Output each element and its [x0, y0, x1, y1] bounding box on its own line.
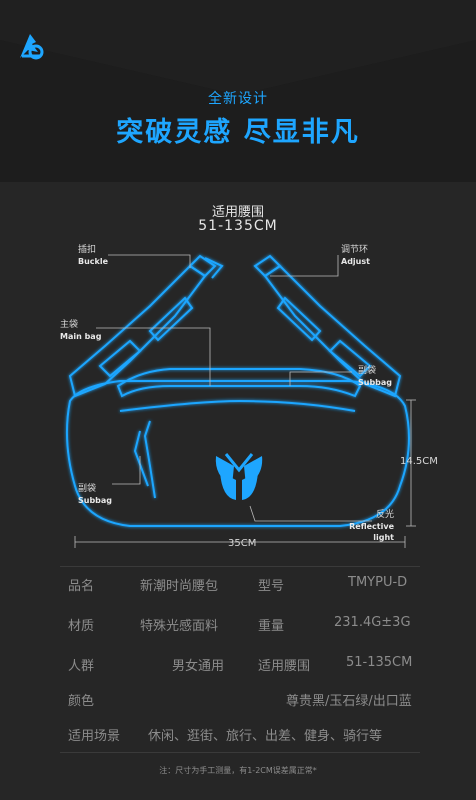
hero-subtitle: 全新设计: [208, 91, 268, 107]
spec-row: 人群 男女通用 适用腰围 51-135CM: [0, 655, 476, 675]
brand-logo-icon: [20, 34, 44, 60]
spec-key: 型号: [258, 579, 285, 594]
spec-row: 材质 特殊光感面料 重量 231.4G±3G: [0, 615, 476, 635]
callout-reflective: 反光 Reflective light: [330, 510, 394, 543]
spec-value: 休闲、逛街、旅行、出差、健身、骑行等: [148, 729, 383, 744]
waist-label: 适用腰围: [211, 205, 264, 220]
hero-banner: 全新设计 突破灵感 尽显非凡: [0, 0, 476, 182]
spec-key: 颜色: [68, 694, 95, 709]
spec-key: 重量: [258, 619, 285, 634]
spec-value: 51-135CM: [346, 655, 413, 670]
callout-subbag-right-en: Subbag: [358, 378, 393, 387]
spec-key: 适用腰围: [258, 659, 311, 674]
spec-key: 材质: [68, 619, 95, 634]
waist-value: 51-135CM: [198, 218, 278, 234]
spec-value: 尊贵黑/玉石绿/出口蓝: [286, 694, 412, 709]
spec-divider-top: [60, 566, 420, 567]
callout-subbag-left-en: Subbag: [78, 496, 113, 505]
spec-divider-bottom: [60, 752, 420, 753]
callout-adjust-cn: 调节环: [341, 245, 369, 255]
spec-value: TMYPU-D: [348, 575, 408, 590]
spec-row: 颜色 尊贵黑/玉石绿/出口蓝: [0, 690, 476, 710]
callout-buckle: 插扣 Buckle: [78, 245, 108, 267]
spec-value: 特殊光感面料: [140, 619, 219, 634]
callout-adjust-en: Adjust: [341, 257, 370, 266]
callout-buckle-cn: 插扣: [78, 245, 97, 255]
hero-background-shape: [0, 0, 476, 182]
dimension-height: 14.5CM: [400, 456, 438, 467]
spec-value: 新潮时尚腰包: [140, 579, 219, 594]
spec-key: 品名: [68, 579, 95, 594]
spec-value: 男女通用: [172, 659, 225, 674]
spec-row: 适用场景 休闲、逛街、旅行、出差、健身、骑行等: [0, 725, 476, 745]
spec-value: 231.4G±3G: [334, 615, 411, 630]
callout-main-bag: 主袋 Main bag: [60, 320, 101, 342]
callout-subbag-right-cn: 副袋: [358, 366, 377, 376]
callout-subbag-left-cn: 副袋: [78, 484, 97, 494]
callout-lines: [74, 254, 416, 548]
callout-reflective-en: Reflective light: [349, 522, 394, 542]
callout-reflective-cn: 反光: [375, 510, 394, 520]
callout-subbag-left: 副袋 Subbag: [78, 484, 112, 506]
measurement-note: 注：尺寸为手工测量，有1-2CM误差属正常*: [159, 766, 317, 775]
bag-outline: [65, 254, 410, 527]
spec-row: 品名 新潮时尚腰包 型号 TMYPU-D: [0, 575, 476, 595]
hero-title: 突破灵感 尽显非凡: [116, 117, 360, 148]
bag-diagram: [65, 254, 416, 548]
dimension-width: 35CM: [228, 538, 257, 549]
callout-subbag-right: 副袋 Subbag: [358, 366, 392, 388]
spec-key: 适用场景: [68, 729, 121, 744]
callout-adjust: 调节环 Adjust: [341, 245, 370, 267]
callout-main-bag-cn: 主袋: [60, 320, 79, 330]
callout-buckle-en: Buckle: [78, 257, 109, 266]
spec-key: 人群: [68, 659, 95, 674]
callout-main-bag-en: Main bag: [60, 332, 102, 341]
butterfly-logo-icon: [215, 453, 263, 500]
